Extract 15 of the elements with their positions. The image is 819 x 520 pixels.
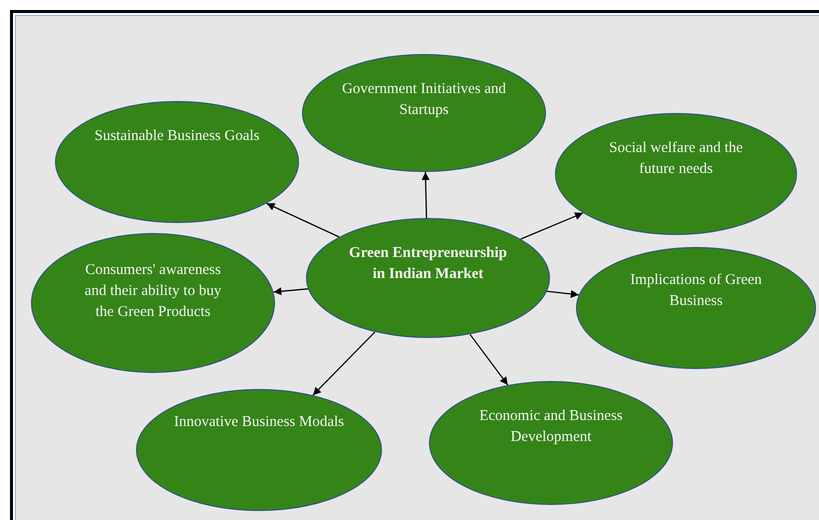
node-label: Consumers' awareness and their ability to buy the Green Products bbox=[84, 261, 222, 322]
arrow bbox=[520, 212, 584, 240]
node-label: Social welfare and the future needs bbox=[608, 139, 744, 179]
arrow bbox=[273, 287, 308, 296]
node-label: Green Entrepreneurship in Indian Market bbox=[348, 244, 508, 284]
arrow bbox=[266, 202, 340, 238]
node-label: Innovative Business Modals bbox=[174, 413, 344, 432]
node-label: Government Initiatives and Startups bbox=[340, 80, 508, 120]
node-label: Sustainable Business Goals bbox=[94, 127, 260, 146]
node-label: Implications of Green Business bbox=[629, 271, 763, 311]
arrow bbox=[546, 290, 579, 298]
arrow bbox=[470, 334, 508, 386]
arrow bbox=[312, 332, 376, 396]
node-label: Economic and Business Development bbox=[478, 407, 624, 447]
arrow bbox=[422, 172, 430, 218]
